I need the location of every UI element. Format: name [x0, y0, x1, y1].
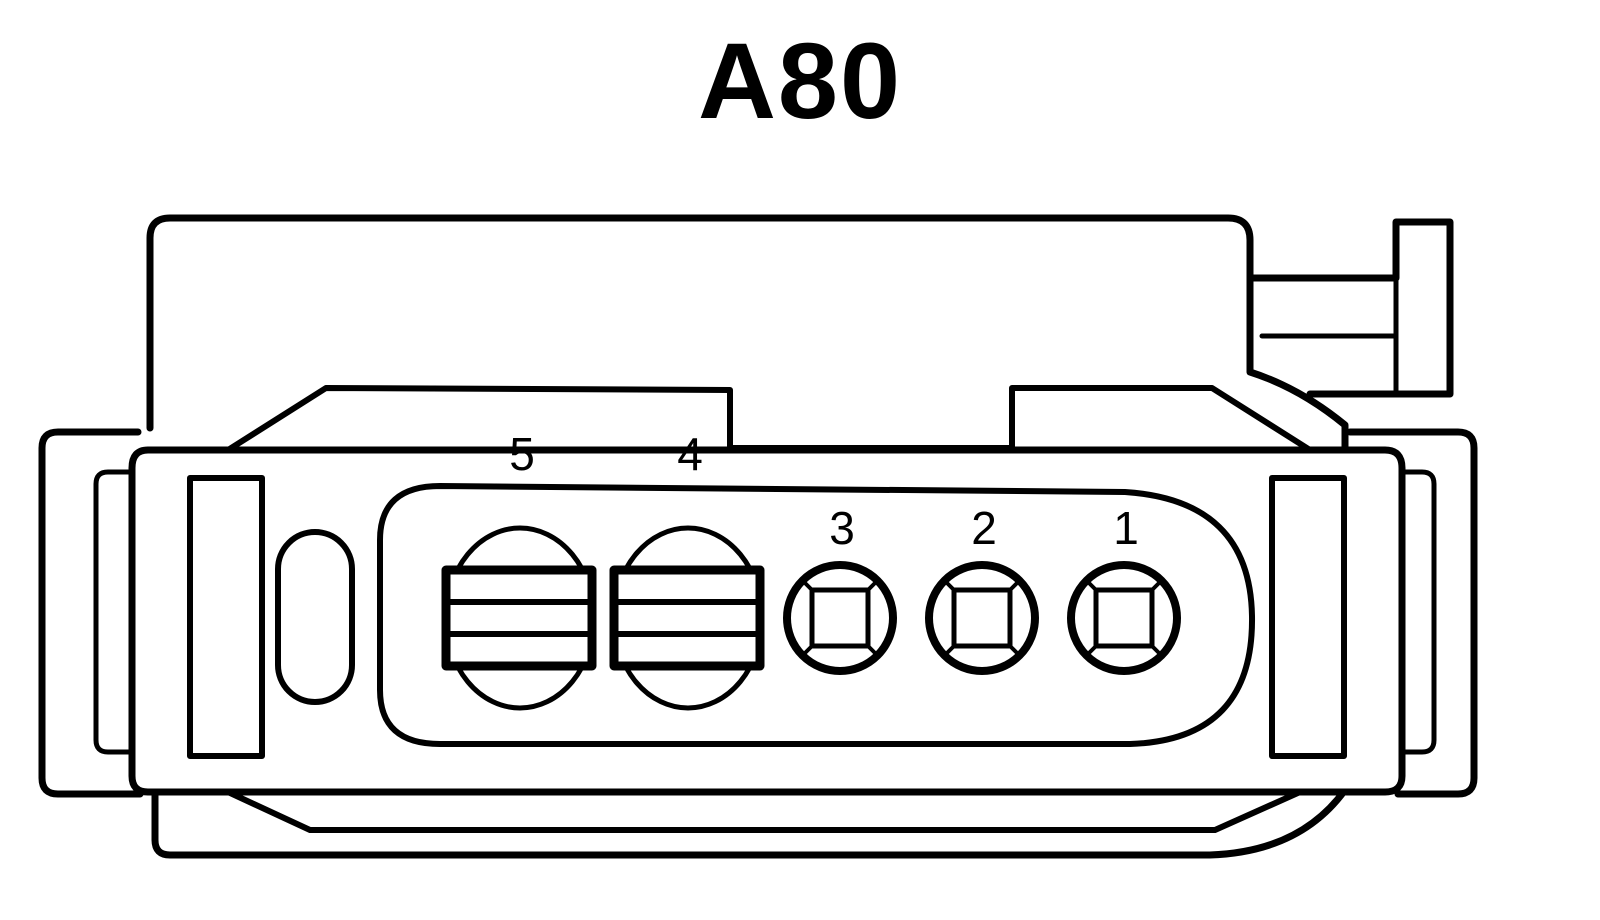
keying-notch	[225, 385, 1313, 453]
polarization-slot	[275, 529, 355, 705]
pin-4-label: 4	[677, 428, 703, 480]
right-flange-inner	[1397, 469, 1437, 755]
pin-1-terminal	[1067, 561, 1181, 675]
housing-back	[146, 214, 1349, 859]
right-latch-window	[1269, 475, 1347, 759]
pin-3-label: 3	[829, 502, 855, 554]
left-flange	[38, 428, 144, 798]
pin-3-terminal	[783, 561, 897, 675]
connector-title: A80	[697, 20, 903, 141]
front-frame	[128, 446, 1406, 796]
left-latch-window	[187, 475, 265, 759]
bottom-contour	[225, 789, 1303, 833]
pin-4-terminal	[609, 525, 765, 711]
pin-5-terminal	[441, 525, 597, 711]
pin-2-terminal	[925, 561, 1039, 675]
pin-cavity	[377, 483, 1256, 747]
right-flange	[1346, 428, 1478, 798]
left-flange-inner	[93, 469, 133, 755]
locking-tab	[1246, 218, 1454, 398]
pin-2-label: 2	[971, 502, 997, 554]
pin-1-label: 1	[1113, 502, 1139, 554]
pin-5-label: 5	[509, 428, 535, 480]
